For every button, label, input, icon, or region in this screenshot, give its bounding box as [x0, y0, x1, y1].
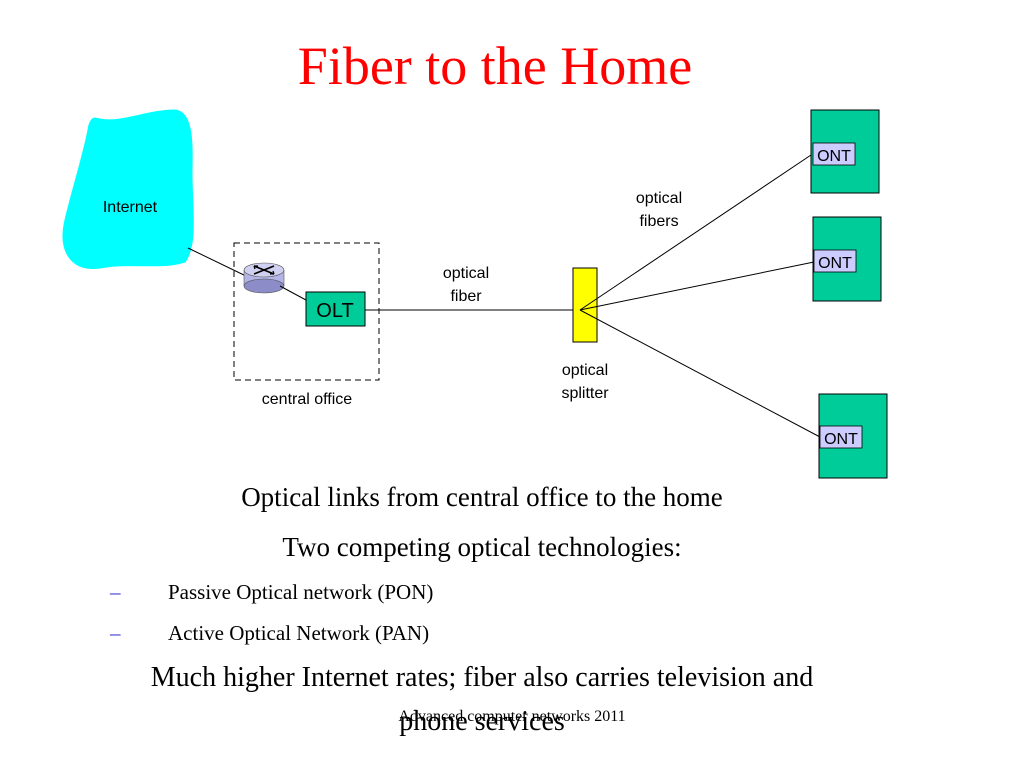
internet-link: [187, 247, 249, 278]
central-office-box: [233, 242, 380, 381]
bullet-line-1: Optical links from central office to the…: [241, 482, 723, 512]
sub-bullet-text: Active Optical Network (PAN): [168, 621, 430, 645]
fiber-to-ont-3: [579, 309, 821, 438]
optical-fiber-label-1: optical: [443, 265, 489, 282]
internet-cloud: [62, 109, 194, 269]
slide-footer: Advanced computer networks 2011: [398, 708, 626, 725]
router-icon: [243, 262, 285, 294]
olt-label: OLT: [316, 300, 353, 322]
sub-bullet-pan: – Active Optical Network (PAN): [110, 621, 429, 646]
sub-bullet-text: Passive Optical network (PON): [168, 580, 434, 604]
optical-fibers-label-1: optical: [636, 190, 682, 207]
ont-label-3: ONT: [824, 431, 858, 448]
router-olt-link: [279, 285, 307, 301]
bullet-line-3b: phone services: [399, 706, 565, 737]
fiber-to-ont-1: [579, 152, 815, 311]
optical-splitter-label-2: splitter: [561, 385, 609, 402]
internet-label: Internet: [103, 199, 158, 216]
optical-fiber-label-2: fiber: [450, 288, 482, 305]
optical-fibers-label-2: fibers: [639, 213, 678, 230]
ftth-diagram: Internet OLT central office optical fibe…: [62, 109, 888, 479]
optical-splitter-label-1: optical: [562, 362, 608, 379]
ont-label-1: ONT: [817, 148, 851, 165]
slide-title: Fiber to the Home: [297, 36, 693, 96]
central-office-label: central office: [262, 391, 353, 408]
fiber-to-ont-2: [579, 261, 815, 311]
ont-label-box-1: [812, 142, 856, 166]
bullet-line-3a: Much higher Internet rates; fiber also c…: [150, 662, 814, 693]
dash-bullet-icon: –: [110, 580, 121, 604]
olt-box: [305, 291, 366, 327]
dash-bullet-icon: –: [110, 621, 121, 645]
ont-label-box-2: [813, 249, 857, 273]
ont-label-box-3: [819, 425, 863, 449]
bullet-line-2: Two competing optical technologies:: [282, 532, 682, 562]
ont-label-2: ONT: [818, 255, 852, 272]
optical-splitter: [572, 267, 598, 343]
sub-bullet-pon: – Passive Optical network (PON): [110, 580, 433, 605]
